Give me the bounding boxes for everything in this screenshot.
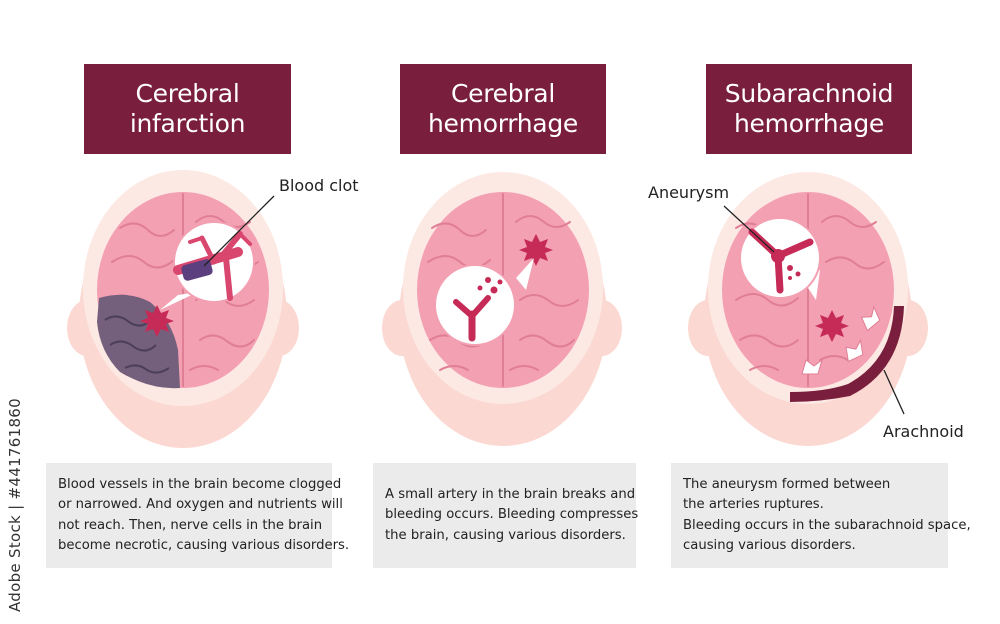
panel-cerebral-hemorrhage: Cerebral hemorrhage xyxy=(320,0,640,624)
blood-drops xyxy=(787,265,801,280)
head-illustration xyxy=(382,172,622,446)
callout-blood-clot: Blood clot xyxy=(279,176,359,195)
description-line: not reach. Then, nerve cells in the brai… xyxy=(58,517,323,533)
stock-id-watermark: Adobe Stock | #441761860 xyxy=(5,390,25,620)
description-line: the brain, causing various disorders. xyxy=(385,527,626,543)
head-illustration xyxy=(688,172,928,446)
stock-id-text: Adobe Stock | #441761860 xyxy=(6,398,24,612)
panel-title: Cerebral hemorrhage xyxy=(400,64,606,154)
head-illustration xyxy=(67,170,299,448)
brain-folds xyxy=(735,193,885,387)
magnifier-pointer xyxy=(160,292,198,310)
description-line: The aneurysm formed between xyxy=(683,476,891,492)
callout-aneurysm: Aneurysm xyxy=(648,183,730,202)
title-line: Cerebral xyxy=(451,79,555,108)
panel-title: Cerebral infarction xyxy=(84,64,291,154)
bleed-burst xyxy=(815,310,849,342)
pressure-arrows xyxy=(801,305,881,375)
panel-title: Subarachnoid hemorrhage xyxy=(706,64,912,154)
panel-subarachnoid-hemorrhage: Subarachnoid hemorrhage xyxy=(640,0,971,624)
description-box: A small artery in the brain breaks and b… xyxy=(373,463,639,568)
title-line: hemorrhage xyxy=(428,109,578,138)
description-line: causing various disorders. xyxy=(683,538,856,553)
callout-arachnoid: Arachnoid xyxy=(883,422,964,441)
aneurysm xyxy=(771,249,785,263)
description-line: become necrotic, causing various disorde… xyxy=(58,538,350,553)
title-line: infarction xyxy=(129,109,246,138)
description-line: or narrowed. And oxygen and nutrients wi… xyxy=(58,497,343,512)
title-line: Subarachnoid xyxy=(724,79,894,108)
description-line: the arteries ruptures. xyxy=(683,497,824,512)
description-box: The aneurysm formed between the arteries… xyxy=(671,463,971,568)
title-line: Cerebral xyxy=(135,79,240,108)
necrotic-folds xyxy=(104,315,170,374)
description-line: bleeding occurs. Bleeding compresses xyxy=(385,507,639,523)
description-box: Blood vessels in the brain become clogge… xyxy=(46,463,350,568)
callout-line-arachnoid xyxy=(883,369,905,415)
description-line: A small artery in the brain breaks and xyxy=(385,486,636,502)
magnifier xyxy=(434,264,516,346)
panel-cerebral-infarction: Cerebral infarction xyxy=(0,0,359,624)
title-line: hemorrhage xyxy=(734,109,884,138)
magnifier-pointer xyxy=(516,258,534,290)
ruptured-artery xyxy=(453,295,491,342)
bleed-burst xyxy=(519,234,553,266)
lesion-burst xyxy=(140,305,174,337)
description-line: Blood vessels in the brain become clogge… xyxy=(58,476,342,492)
callout-line xyxy=(203,195,275,267)
arachnoid-bleed xyxy=(790,306,904,402)
blood-drops xyxy=(477,277,503,294)
callout-line-aneurysm xyxy=(723,205,775,253)
description-line: Bleeding occurs in the subarachnoid spac… xyxy=(683,517,971,533)
